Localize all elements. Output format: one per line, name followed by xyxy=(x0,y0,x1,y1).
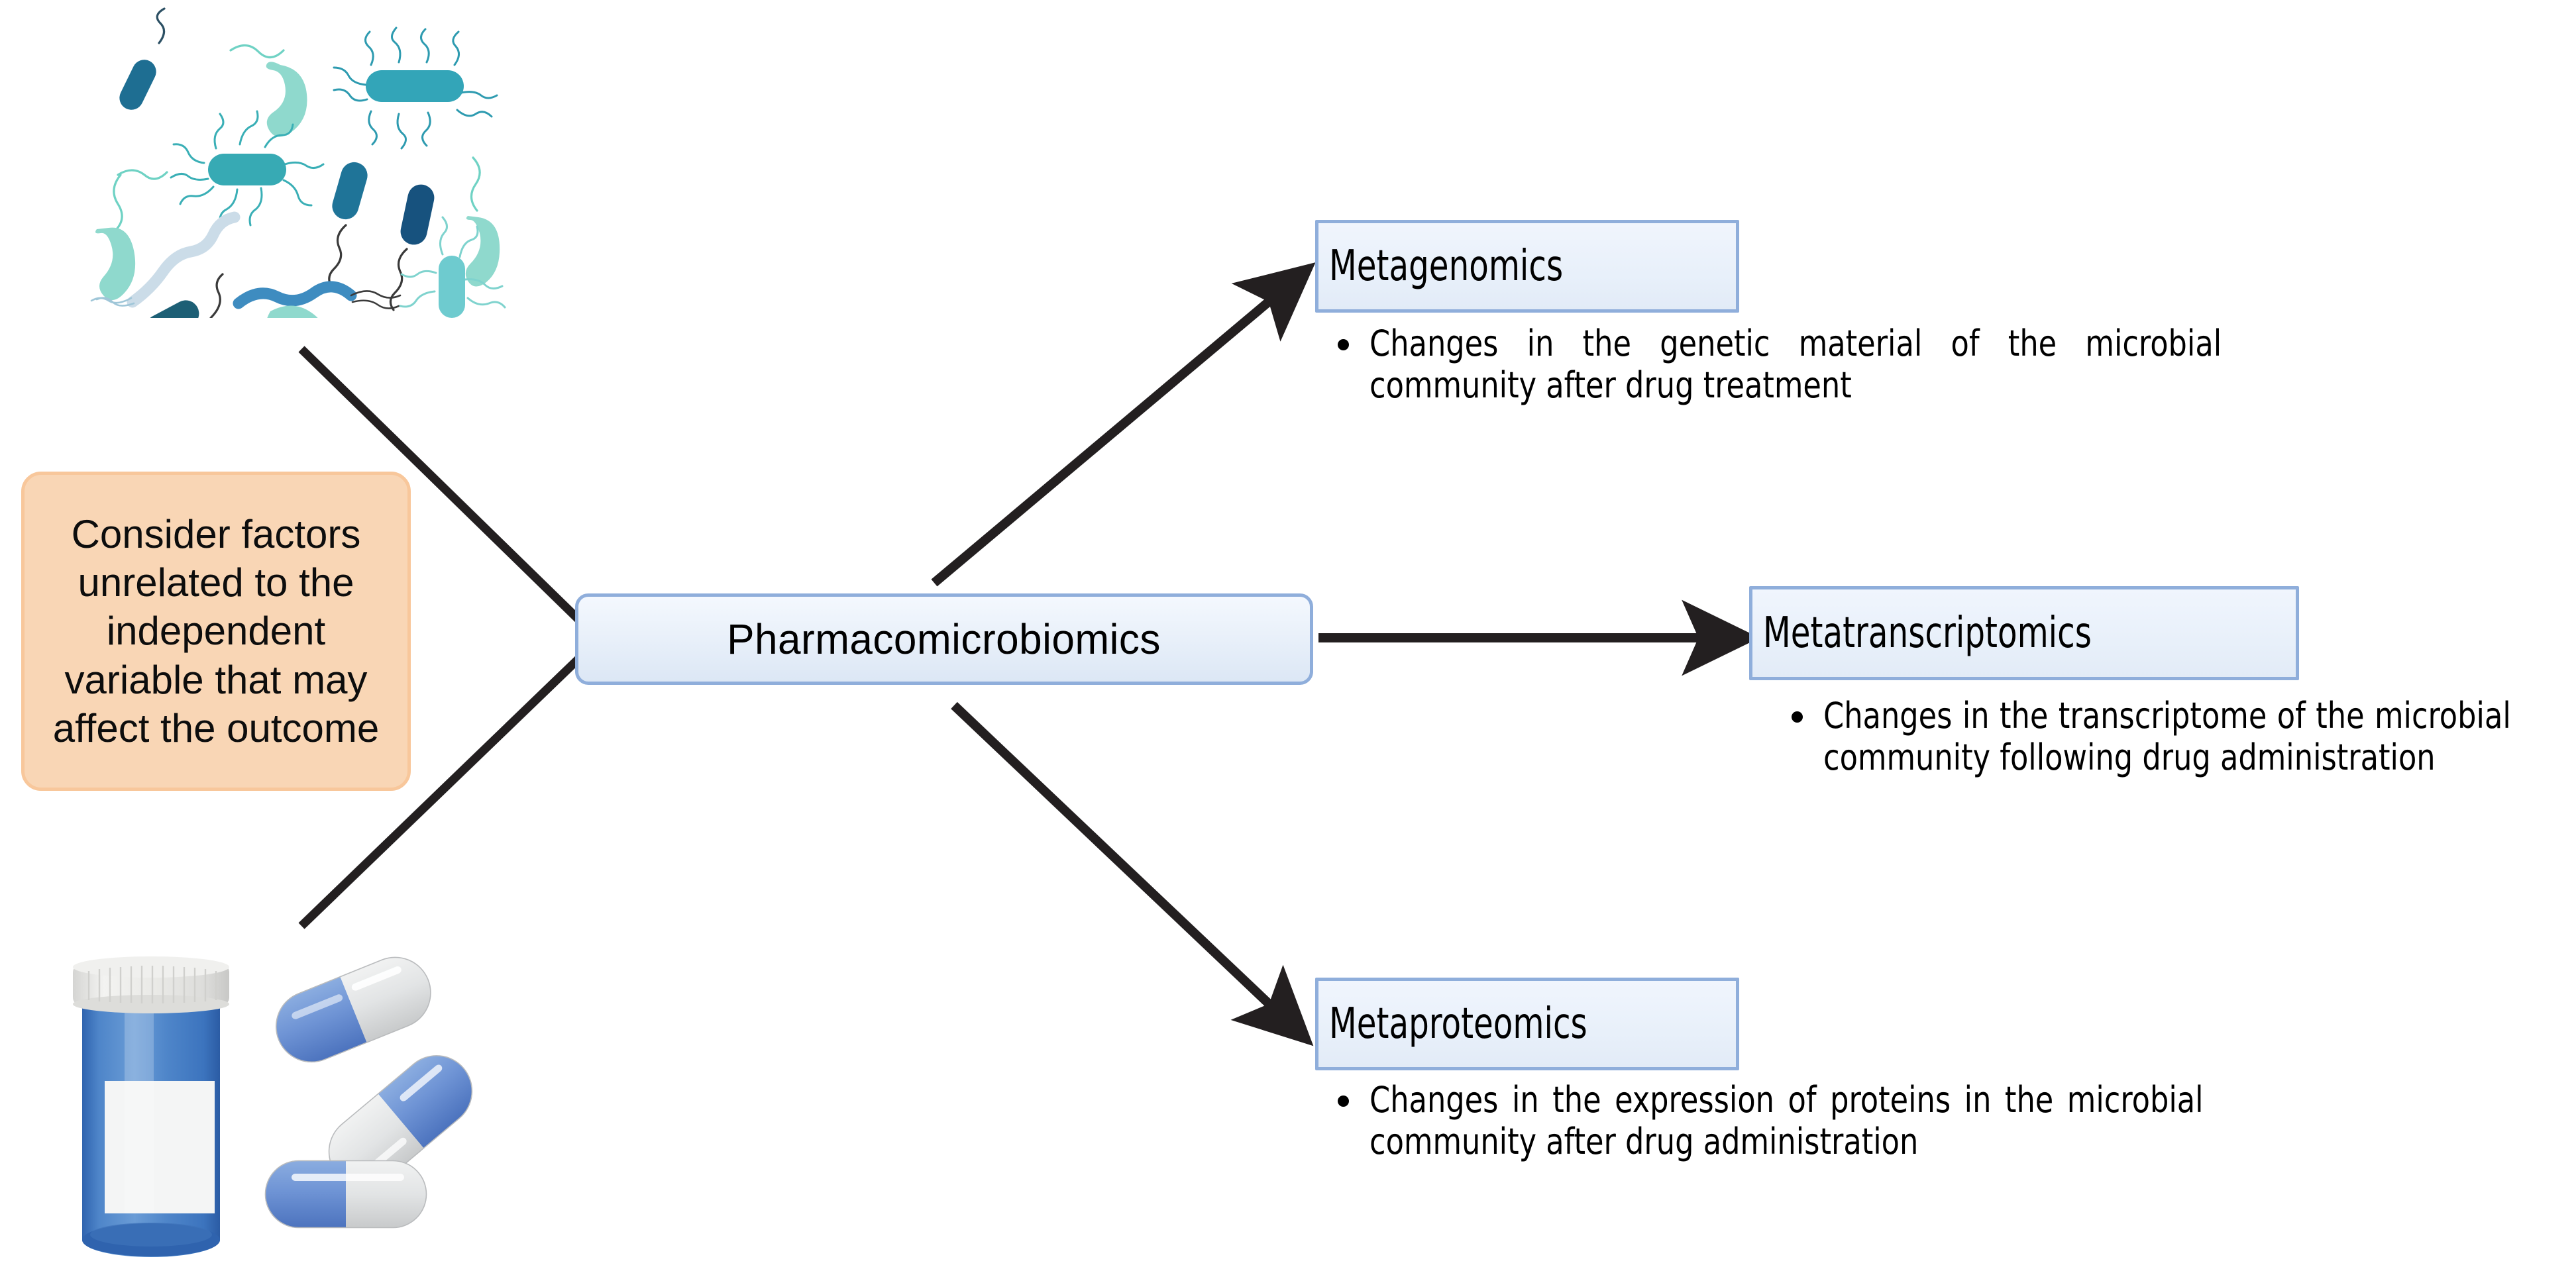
bullet-text: Changes in the expression of proteins in… xyxy=(1369,1079,2204,1162)
bullet-item: Changes in the transcriptome of the micr… xyxy=(1782,695,2571,778)
bacterium-vibrio xyxy=(266,62,307,137)
confounder-note: Consider factors unrelated to the indepe… xyxy=(21,472,411,791)
node-metagenomics[interactable]: Metagenomics xyxy=(1315,220,1739,313)
description-metaproteomics: Changes in the expression of proteins in… xyxy=(1328,1079,2276,1162)
bacterium-vibrio xyxy=(465,216,500,287)
node-pharmacomicrobiomics-label: Pharmacomicrobiomics xyxy=(727,615,1161,663)
pill-bottle-label xyxy=(105,1081,215,1213)
pill-bottle xyxy=(73,956,229,1257)
bacterium-spirillum xyxy=(233,281,357,309)
pill-bottle-and-capsules-illustration xyxy=(73,956,473,1257)
description-metagenomics: Changes in the genetic material of the m… xyxy=(1328,323,2296,406)
bullet-text: Changes in the genetic material of the m… xyxy=(1369,323,2222,406)
bullet-text: Changes in the transcriptome of the micr… xyxy=(1823,695,2511,778)
bacterium-rod xyxy=(119,60,156,110)
capsule xyxy=(264,1160,427,1229)
bacterium-vibrio xyxy=(95,227,136,301)
capsule xyxy=(275,956,431,1063)
node-metaproteomics-label: Metaproteomics xyxy=(1329,999,1587,1048)
bacterium-rod xyxy=(400,184,435,245)
bacterium-rod xyxy=(208,154,286,185)
connector-bacteria-to-central xyxy=(298,346,584,625)
connector-central-to-metagenomics xyxy=(931,262,1316,587)
bacterium-rod xyxy=(145,300,199,318)
bullet-item: Changes in the expression of proteins in… xyxy=(1328,1079,2276,1162)
bacterium-rod xyxy=(366,70,464,102)
connector-central-to-metaproteomics xyxy=(951,701,1314,1046)
bacterium-rod xyxy=(439,256,465,318)
node-metagenomics-label: Metagenomics xyxy=(1329,242,1564,291)
connector-pills-to-central xyxy=(298,654,584,929)
bacterium-rod xyxy=(332,162,368,220)
node-metatranscriptomics-label: Metatranscriptomics xyxy=(1763,609,2092,658)
node-metatranscriptomics[interactable]: Metatranscriptomics xyxy=(1749,586,2299,680)
bullet-dot-icon xyxy=(1338,338,1349,350)
bullet-item: Changes in the genetic material of the m… xyxy=(1328,323,2296,406)
node-metaproteomics[interactable]: Metaproteomics xyxy=(1315,978,1739,1070)
bullet-dot-icon xyxy=(1338,1095,1349,1107)
bacteria-illustration xyxy=(90,7,506,318)
description-metatranscriptomics: Changes in the transcriptome of the micr… xyxy=(1782,695,2571,778)
pill-bottle-cap xyxy=(73,956,229,1013)
node-pharmacomicrobiomics[interactable]: Pharmacomicrobiomics xyxy=(575,593,1313,685)
bullet-dot-icon xyxy=(1792,711,1803,723)
confounder-note-text: Consider factors unrelated to the indepe… xyxy=(52,512,380,750)
bacterium-vibrio xyxy=(267,305,318,318)
bacterium-spirochete xyxy=(127,211,241,308)
capsule xyxy=(328,1055,473,1188)
